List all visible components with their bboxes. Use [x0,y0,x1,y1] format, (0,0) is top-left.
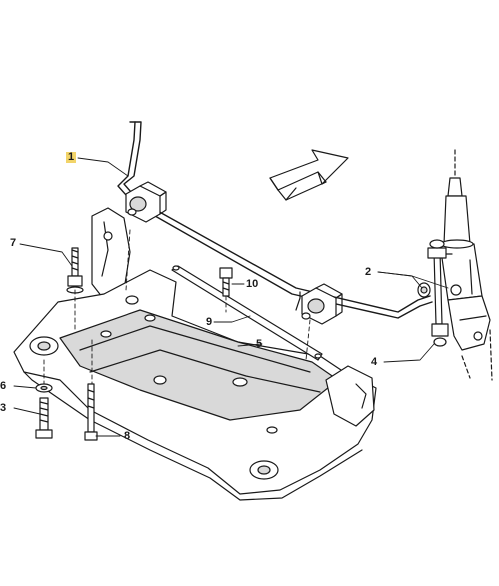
subframe [13,207,377,501]
shock-absorber [439,149,493,381]
callout-7: 7 [10,237,17,249]
stabilizer-bushing-left [125,181,167,223]
assembly-lines [43,229,311,385]
leader-lines [13,157,449,437]
callout-4: 4 [371,356,378,368]
washer [35,383,53,393]
callout-2: 2 [365,266,372,278]
callout-6: 6 [0,380,7,392]
bolt-small [219,267,233,297]
callout-10: 10 [246,278,259,290]
bolt-with-nut [66,247,84,294]
screw-short [35,397,53,439]
callout-1: 1 [66,151,77,163]
reinforcement-bar [171,265,323,361]
bolt-long [84,383,98,441]
callout-5: 5 [256,338,263,350]
callout-3: 3 [0,402,7,414]
direction-arrow-icon [269,149,349,201]
link-rod [427,239,453,347]
callout-9: 9 [206,316,213,328]
callout-8: 8 [124,430,131,442]
stabilizer-bushing-right [301,283,343,325]
